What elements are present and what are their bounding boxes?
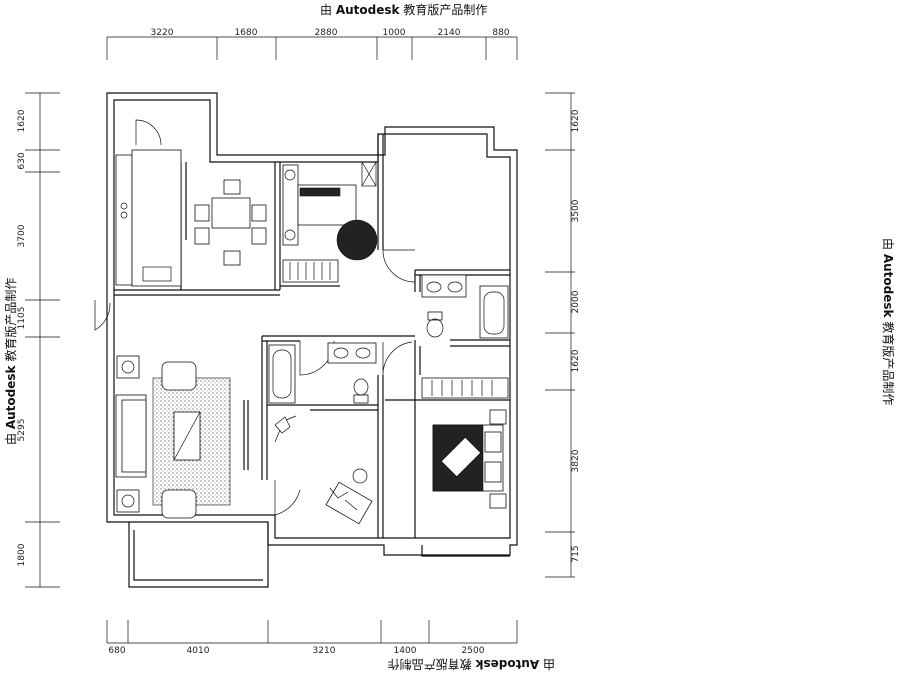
dim-label: 1000 bbox=[383, 28, 406, 38]
dim-label: 3820 bbox=[571, 449, 581, 472]
bathroom-fixtures bbox=[268, 274, 509, 404]
living-room bbox=[115, 355, 231, 519]
dim-label: 4010 bbox=[187, 646, 210, 656]
dimension-top bbox=[106, 36, 518, 60]
dim-label: 630 bbox=[17, 152, 27, 169]
bedroom-furniture bbox=[421, 377, 509, 509]
dimension-left bbox=[25, 92, 60, 588]
watermark-right: 由 Autodesk 教育版产品制作 bbox=[881, 238, 896, 405]
dim-label: 3220 bbox=[151, 28, 174, 38]
dimension-bottom bbox=[106, 620, 518, 644]
dim-label: 680 bbox=[108, 646, 125, 656]
dim-label: 1800 bbox=[17, 543, 27, 566]
dim-label: 3500 bbox=[571, 199, 581, 222]
dimension-right bbox=[545, 92, 575, 578]
watermark-bottom: 由 Autodesk 教育版产品制作 bbox=[388, 657, 555, 672]
dim-label: 1620 bbox=[571, 349, 581, 372]
dim-label: 880 bbox=[492, 28, 509, 38]
dim-label: 2880 bbox=[315, 28, 338, 38]
dining-table bbox=[194, 179, 267, 266]
dim-label: 3210 bbox=[313, 646, 336, 656]
dim-label: 715 bbox=[571, 545, 581, 562]
bedroom1-furniture bbox=[274, 415, 373, 525]
dim-label: 2500 bbox=[462, 646, 485, 656]
dim-label: 2140 bbox=[438, 28, 461, 38]
study-furniture bbox=[282, 164, 378, 283]
kitchen-counter bbox=[115, 149, 182, 287]
dim-label: 1620 bbox=[571, 109, 581, 132]
dim-label: 3700 bbox=[17, 224, 27, 247]
dim-label: 1400 bbox=[394, 646, 417, 656]
watermark-left: 由 Autodesk 教育版产品制作 bbox=[3, 278, 18, 445]
watermark-top: 由 Autodesk 教育版产品制作 bbox=[320, 2, 487, 17]
dim-label: 5295 bbox=[17, 419, 27, 442]
dim-label: 1680 bbox=[235, 28, 258, 38]
dim-label: 1620 bbox=[17, 109, 27, 132]
doors bbox=[94, 119, 416, 516]
dim-label: 1105 bbox=[17, 307, 27, 330]
dim-label: 2000 bbox=[571, 290, 581, 313]
